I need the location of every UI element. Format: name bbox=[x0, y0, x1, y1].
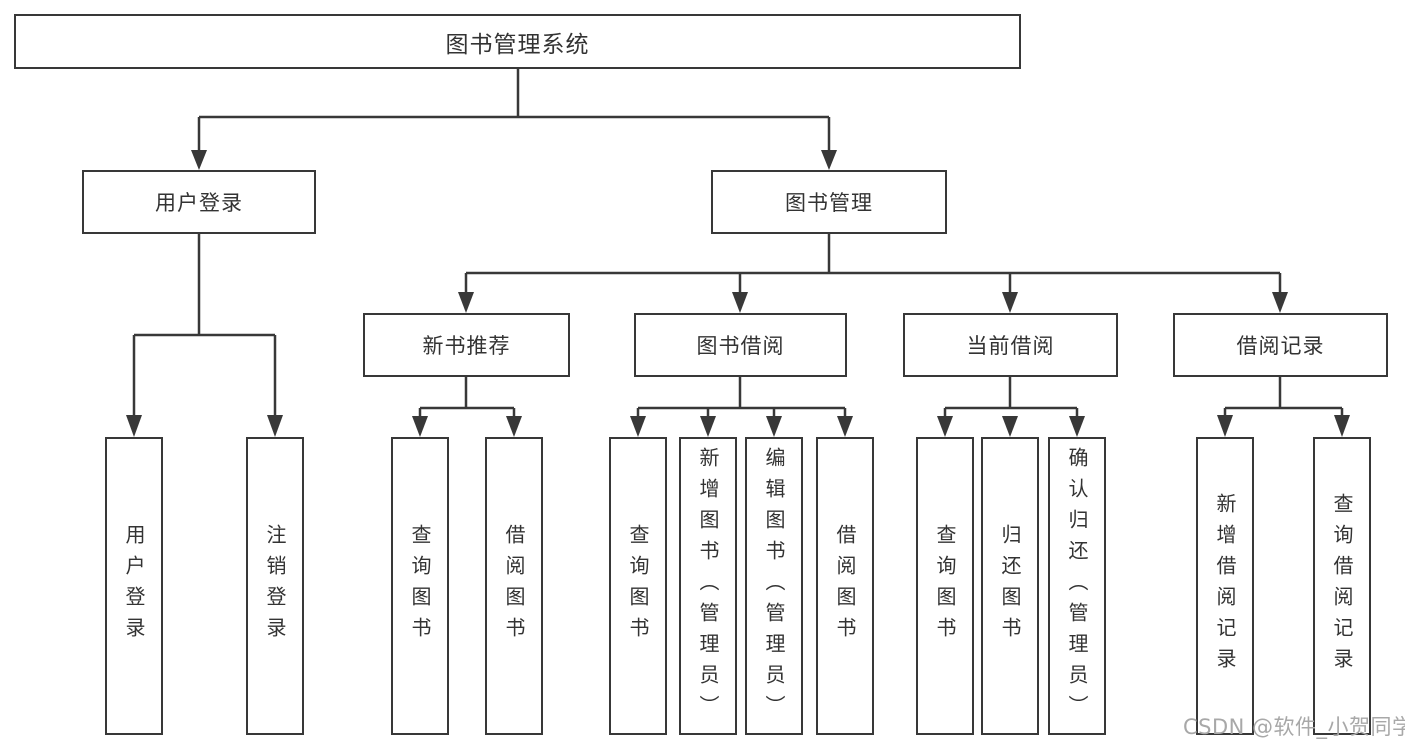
leaf-label: 查询图书 bbox=[408, 524, 432, 648]
connector-book-management-children bbox=[458, 234, 1288, 313]
node-current-borrowing: 当前借阅 bbox=[903, 313, 1118, 377]
leaf-label: 查询图书 bbox=[933, 524, 957, 648]
connector-new-book-children bbox=[412, 377, 522, 437]
node-label: 图书借阅 bbox=[696, 334, 785, 358]
connector-user-login-children bbox=[126, 234, 283, 437]
connector-book-borrowing-children bbox=[630, 377, 853, 437]
node-label: 新书推荐 bbox=[422, 334, 511, 358]
node-user-login: 用户登录 bbox=[82, 170, 316, 234]
leaf-query-books-borrowing: 查询图书 bbox=[609, 437, 667, 735]
leaf-return-books: 归还图书 bbox=[981, 437, 1039, 735]
csdn-watermark: CSDN @软件_小贺同学 bbox=[1183, 715, 1405, 739]
node-book-borrowing: 图书借阅 bbox=[634, 313, 847, 377]
leaf-edit-books-admin: 编辑图书（管理员） bbox=[745, 437, 803, 735]
leaf-confirm-return-admin: 确认归还（管理员） bbox=[1048, 437, 1106, 735]
connector-root-to-level1 bbox=[191, 68, 837, 170]
leaf-label: 确认归还（管理员） bbox=[1065, 446, 1089, 726]
leaf-label: 借阅图书 bbox=[502, 524, 526, 648]
leaf-label: 编辑图书（管理员） bbox=[762, 446, 786, 726]
leaf-borrow-books-borrowing: 借阅图书 bbox=[816, 437, 874, 735]
leaf-add-borrow-record: 新增借阅记录 bbox=[1196, 437, 1254, 735]
leaf-query-borrow-record: 查询借阅记录 bbox=[1313, 437, 1371, 735]
leaf-logout-action: 注销登录 bbox=[246, 437, 304, 735]
connector-current-borrowing-children bbox=[937, 377, 1085, 437]
node-label: 当前借阅 bbox=[966, 334, 1055, 358]
leaf-label: 注销登录 bbox=[263, 524, 287, 648]
node-borrowing-records: 借阅记录 bbox=[1173, 313, 1388, 377]
connector-borrowing-records-children bbox=[1217, 377, 1350, 437]
node-new-book-recommend: 新书推荐 bbox=[363, 313, 570, 377]
node-label: 图书管理 bbox=[785, 191, 873, 215]
node-library-management-system: 图书管理系统 bbox=[14, 14, 1021, 69]
node-label: 图书管理系统 bbox=[445, 31, 590, 58]
leaf-label: 借阅图书 bbox=[833, 524, 857, 648]
node-book-management: 图书管理 bbox=[711, 170, 947, 234]
leaf-add-books-admin: 新增图书（管理员） bbox=[679, 437, 737, 735]
leaf-query-books-current: 查询图书 bbox=[916, 437, 974, 735]
leaf-label: 查询图书 bbox=[626, 524, 650, 648]
leaf-label: 新增借阅记录 bbox=[1213, 493, 1237, 679]
node-label: 借阅记录 bbox=[1236, 334, 1325, 358]
leaf-label: 新增图书（管理员） bbox=[696, 446, 720, 726]
leaf-query-books-recommend: 查询图书 bbox=[391, 437, 449, 735]
leaf-borrow-books-recommend: 借阅图书 bbox=[485, 437, 543, 735]
node-label: 用户登录 bbox=[155, 191, 243, 215]
leaf-label: 归还图书 bbox=[998, 524, 1022, 648]
leaf-user-login-action: 用户登录 bbox=[105, 437, 163, 735]
leaf-label: 用户登录 bbox=[122, 524, 146, 648]
leaf-label: 查询借阅记录 bbox=[1330, 493, 1354, 679]
